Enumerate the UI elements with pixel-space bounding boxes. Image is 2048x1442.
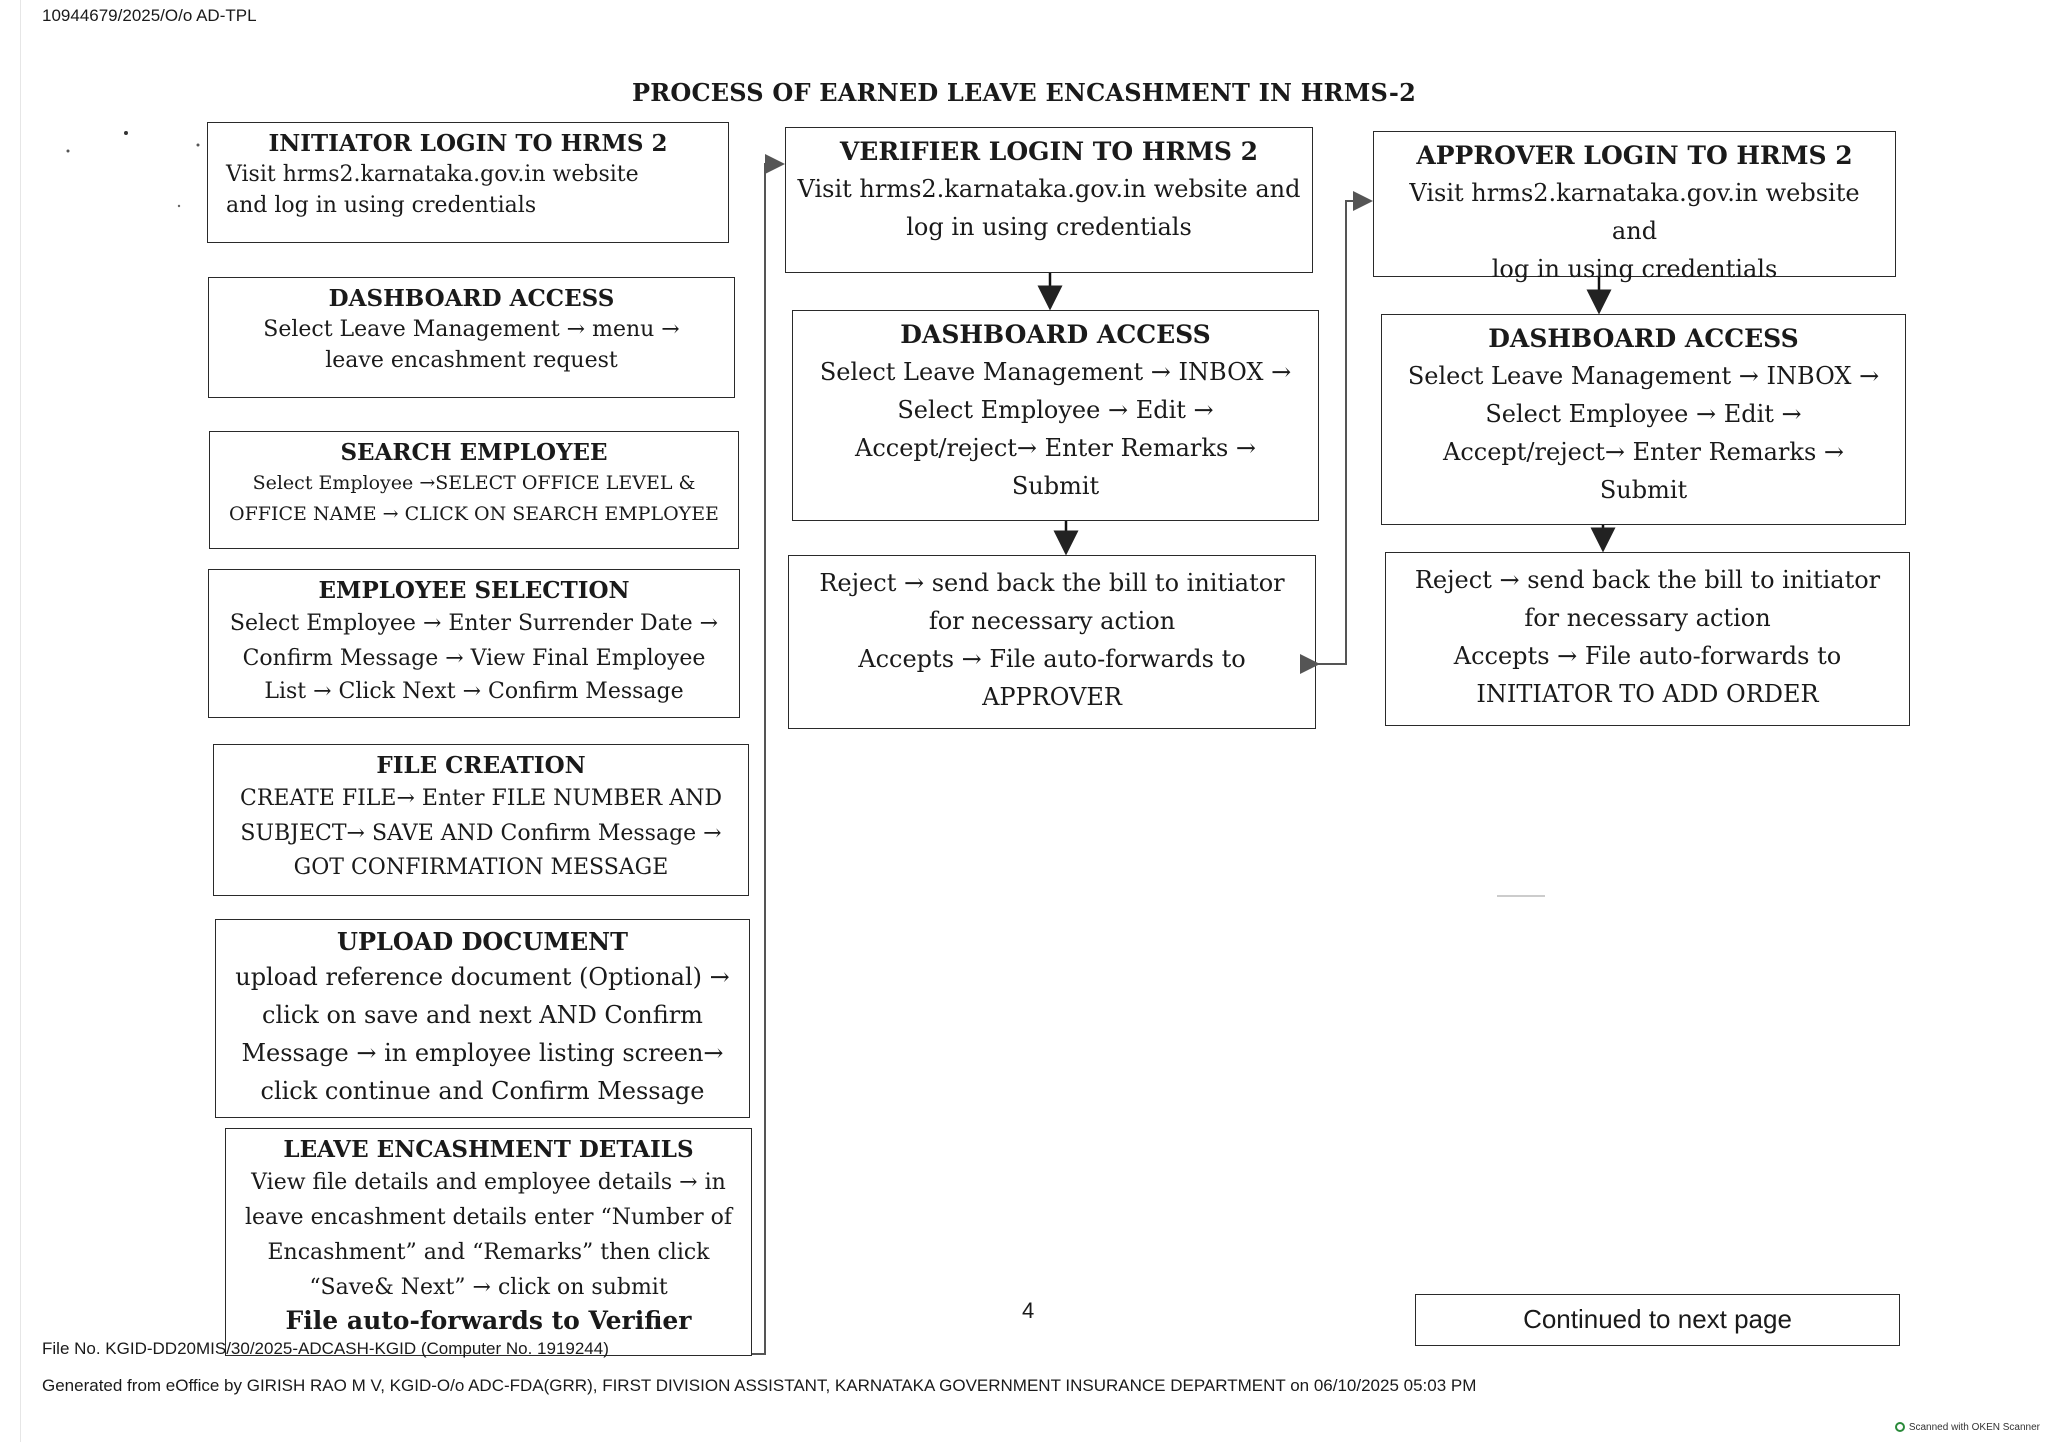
box-heading: UPLOAD DOCUMENT [337,927,628,956]
box-line: Message → in employee listing screen→ [241,1039,724,1067]
approver-dashboard-box: DASHBOARD ACCESS Select Leave Management… [1381,314,1906,525]
box-heading: SEARCH EMPLOYEE [340,439,608,466]
box-heading: VERIFIER LOGIN TO HRMS 2 [839,137,1259,166]
box-line: View file details and employee details →… [251,1170,726,1195]
box-line: INITIATOR TO ADD ORDER [1476,680,1819,708]
box-line: Accept/reject→ Enter Remarks → [1443,438,1844,466]
box-line: Select Leave Management → INBOX → [1407,362,1880,390]
box-line: log in using credentials [1491,255,1778,283]
document-reference: 10944679/2025/O/o AD-TPL [42,6,257,25]
box-heading: INITIATOR LOGIN TO HRMS 2 [268,130,668,157]
scanner-text: Scanned with OKEN Scanner [1908,1422,2040,1433]
scanner-watermark: Scanned with OKEN Scanner [1894,1422,2040,1433]
approver-decision-box: Reject → send back the bill to initiator… [1385,552,1910,726]
connector-initiator-to-verifier [752,154,785,1355]
box-line: Accepts → File auto-forwards to [858,645,1246,673]
search-employee-box: SEARCH EMPLOYEE Select Employee →SELECT … [209,431,739,549]
continued-note: Continued to next page [1415,1294,1900,1346]
box-line: APPROVER [982,683,1122,711]
box-heading: DASHBOARD ACCESS [328,285,615,312]
box-line: “Save& Next” → click on submit [309,1275,668,1300]
box-line: Select Leave Management → menu → [263,317,680,342]
box-line: leave encashment request [325,348,618,373]
forward-to-verifier-text: File auto-forwards to Verifier [285,1306,692,1335]
box-line: click continue and Confirm Message [260,1077,705,1105]
box-heading: FILE CREATION [376,752,586,779]
box-line: Select Employee → Edit → [1485,400,1802,428]
connector-verifier-to-approver [1300,191,1373,674]
box-line: click on save and next AND Confirm [262,1001,703,1029]
scan-speck [66,149,70,153]
box-line: SUBJECT→ SAVE AND Confirm Message → [240,821,722,846]
initiator-login-box: INITIATOR LOGIN TO HRMS 2 Visit hrms2.ka… [207,122,729,243]
box-heading: LEAVE ENCASHMENT DETAILS [283,1136,694,1163]
verifier-decision-box: Reject → send back the bill to initiator… [788,555,1316,729]
box-line: List → Click Next → Confirm Message [264,679,684,704]
scan-speck [196,143,200,147]
page-title: PROCESS OF EARNED LEAVE ENCASHMENT IN HR… [631,78,1416,107]
verifier-dashboard-box: DASHBOARD ACCESS Select Leave Management… [792,310,1319,521]
box-line: Encashment” and “Remarks” then click [267,1240,710,1265]
box-line: Accepts → File auto-forwards to [1453,642,1842,670]
box-line: CREATE FILE→ Enter FILE NUMBER AND [239,786,722,811]
box-heading: APPROVER LOGIN TO HRMS 2 [1416,141,1853,170]
page-number: 4 [1022,1298,1035,1323]
box-line: OFFICE NAME → CLICK ON SEARCH EMPLOYEE [229,503,719,525]
box-line: Accept/reject→ Enter Remarks → [855,434,1256,462]
box-line: Visit hrms2.karnataka.gov.in website and [1409,179,1860,245]
box-line: leave encashment details enter “Number o… [244,1205,733,1230]
box-line: Confirm Message → View Final Employee [242,646,706,671]
box-line: Visit hrms2.karnataka.gov.in website [226,162,639,187]
scan-speck [124,131,128,135]
box-line: Submit [1599,476,1688,504]
box-line: Select Employee →SELECT OFFICE LEVEL & [252,472,696,494]
file-creation-box: FILE CREATION CREATE FILE→ Enter FILE NU… [213,744,749,896]
box-line: Reject → send back the bill to initiator [1414,566,1881,594]
initiator-dashboard-box: DASHBOARD ACCESS Select Leave Management… [208,277,735,398]
verifier-login-box: VERIFIER LOGIN TO HRMS 2 Visit hrms2.kar… [785,127,1313,273]
box-line: upload reference document (Optional) → [235,963,730,991]
box-heading: DASHBOARD ACCESS [900,320,1211,349]
box-line: Reject → send back the bill to initiator [819,569,1285,597]
file-number: File No. KGID-DD20MIS/30/2025-ADCASH-KGI… [42,1339,609,1358]
upload-document-box: UPLOAD DOCUMENT upload reference documen… [215,919,750,1118]
box-line: for necessary action [1524,604,1771,632]
box-line: Select Employee → Enter Surrender Date → [229,611,719,636]
scan-speck [177,204,181,208]
employee-selection-box: EMPLOYEE SELECTION Select Employee → Ent… [208,569,740,718]
box-heading: EMPLOYEE SELECTION [318,577,630,604]
leave-encashment-details-box: LEAVE ENCASHMENT DETAILS View file detai… [225,1128,752,1356]
generated-footer: Generated from eOffice by GIRISH RAO M V… [42,1376,1477,1395]
box-line: GOT CONFIRMATION MESSAGE [293,855,669,880]
scanner-logo-icon [1894,1422,1905,1433]
box-line: Select Leave Management → INBOX → [819,358,1292,386]
approver-login-box: APPROVER LOGIN TO HRMS 2 Visit hrms2.kar… [1373,131,1896,283]
box-line: and log in using credentials [226,193,537,218]
scan-edge [20,0,21,1442]
box-line: log in using credentials [906,213,1192,241]
box-line: Visit hrms2.karnataka.gov.in website and [797,175,1301,203]
box-heading: DASHBOARD ACCESS [1488,324,1799,353]
box-line: Select Employee → Edit → [897,396,1214,424]
box-line: for necessary action [928,607,1176,635]
box-line: Submit [1011,472,1100,500]
